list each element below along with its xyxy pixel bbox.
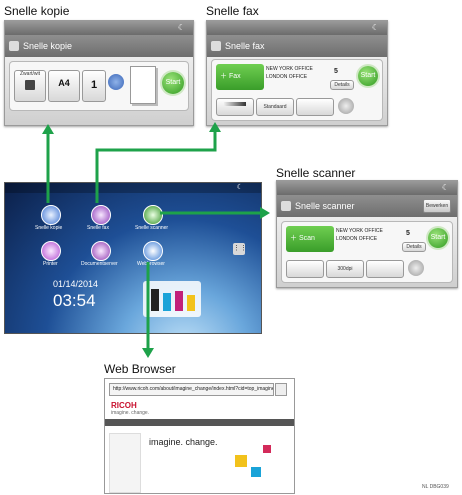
scanner-panel: ☾ Snelle scanner Bewerken ＋ Scan NEW YOR…: [276, 180, 458, 288]
snelle-kopie-label: Snelle kopie: [4, 4, 70, 18]
energy-saver-icon[interactable]: ☾: [177, 23, 185, 32]
web-browser-app-label: Webbrowser: [137, 261, 165, 267]
document-server-app-icon[interactable]: [91, 241, 111, 261]
standard-button[interactable]: Standaard: [256, 98, 294, 116]
home-screen: ☾ Snelle kopie Snelle fax Snelle scanner…: [4, 182, 262, 334]
copy-panel: ☾ Snelle kopie Zwart/wit A4 1 Start: [4, 20, 194, 126]
ink-bar-yellow: [187, 295, 195, 311]
ink-bar-black: [151, 289, 159, 311]
color-mode-tile[interactable]: Zwart/wit: [14, 70, 46, 102]
copy-icon: [9, 41, 19, 51]
energy-saver-icon[interactable]: ☾: [236, 184, 243, 191]
start-button[interactable]: Start: [358, 66, 378, 86]
reset-button[interactable]: [108, 74, 124, 90]
edit-button[interactable]: Bewerken: [423, 199, 451, 213]
snelle-scanner-label: Snelle scanner: [276, 166, 356, 180]
reset-button[interactable]: [408, 260, 424, 276]
hero-graphic: [231, 445, 271, 485]
status-bar: ☾: [5, 183, 261, 193]
status-bar: ☾: [277, 181, 457, 195]
energy-saver-icon[interactable]: ☾: [371, 23, 379, 32]
scanner-settings-card: ＋ Scan NEW YORK OFFICE LONDON OFFICE 5 D…: [281, 221, 453, 283]
date-display: 01/14/2014: [53, 279, 99, 289]
address-bar[interactable]: http://www.ricoh.com/about/imagine_chang…: [109, 383, 274, 396]
quick-copy-app-label: Snelle kopie: [35, 225, 63, 231]
quick-fax-app-icon[interactable]: [91, 205, 111, 225]
destination-2[interactable]: LONDON OFFICE: [266, 74, 308, 80]
document-server-app-label: Documentserver: [81, 261, 118, 267]
panel-title: Snelle fax: [207, 35, 387, 57]
ricoh-tagline: imagine. change.: [111, 410, 150, 416]
app-list-button[interactable]: ⋮⋮: [233, 243, 247, 255]
destination-count: 5: [334, 68, 338, 75]
web-browser-window: http://www.ricoh.com/about/imagine_chang…: [104, 378, 295, 494]
quick-scanner-app-icon[interactable]: [143, 205, 163, 225]
printer-app-icon[interactable]: [41, 241, 61, 261]
destination-2[interactable]: LONDON OFFICE: [336, 236, 378, 242]
status-bar: ☾: [5, 21, 193, 35]
scanner-icon: [281, 201, 291, 211]
scan-type-button[interactable]: [286, 260, 324, 278]
fax-panel: ☾ Snelle fax ＋ Fax NEW YORK OFFICE LONDO…: [206, 20, 388, 126]
web-browser-app-icon[interactable]: [143, 241, 163, 261]
time-display: 03:54: [53, 291, 96, 310]
page-headline: imagine. change.: [149, 437, 218, 447]
ink-level-widget[interactable]: [143, 281, 201, 317]
energy-saver-icon[interactable]: ☾: [441, 183, 449, 192]
original-preview-icon: [130, 66, 156, 104]
copies-tile[interactable]: 1: [82, 70, 106, 102]
start-button[interactable]: Start: [428, 228, 448, 248]
details-button[interactable]: Details: [402, 242, 426, 252]
paper-size-tile[interactable]: A4: [48, 70, 80, 102]
original-type-button[interactable]: [296, 98, 334, 116]
document-id: NL DBG039: [422, 484, 449, 490]
quick-scanner-app-label: Snelle scanner: [135, 225, 169, 231]
destination-1[interactable]: NEW YORK OFFICE: [336, 228, 383, 234]
fax-destination-button[interactable]: ＋ Fax: [216, 64, 264, 90]
ink-bar-magenta: [175, 291, 183, 311]
panel-title: Snelle scanner: [277, 195, 457, 217]
snelle-fax-label: Snelle fax: [206, 4, 259, 18]
quick-copy-app-icon[interactable]: [41, 205, 61, 225]
bookmark-icon[interactable]: [275, 383, 287, 396]
start-button[interactable]: Start: [162, 72, 184, 94]
printer-app-label: Printer: [43, 261, 58, 267]
density-icon: [224, 102, 246, 106]
quick-fax-app-label: Snelle fax: [87, 225, 109, 231]
destination-count: 5: [406, 230, 410, 237]
ricoh-logo[interactable]: RICOH: [111, 401, 137, 410]
reset-button[interactable]: [338, 98, 354, 114]
status-bar: ☾: [207, 21, 387, 35]
details-button[interactable]: Details: [330, 80, 354, 90]
bw-icon: [25, 80, 35, 90]
panel-title: Snelle kopie: [5, 35, 193, 57]
scan-destination-button[interactable]: ＋ Scan: [286, 226, 334, 252]
ink-bar-cyan: [163, 293, 171, 311]
web-browser-label: Web Browser: [104, 362, 176, 376]
site-sidebar: [109, 433, 141, 493]
destination-1[interactable]: NEW YORK OFFICE: [266, 66, 313, 72]
fax-icon: [211, 41, 221, 51]
resolution-button[interactable]: [216, 98, 254, 116]
file-type-button[interactable]: [366, 260, 404, 278]
resolution-button[interactable]: 300dpi: [326, 260, 364, 278]
fax-settings-card: ＋ Fax NEW YORK OFFICE LONDON OFFICE 5 De…: [211, 59, 383, 121]
site-nav[interactable]: [105, 419, 294, 426]
copy-settings-card: Zwart/wit A4 1 Start: [9, 61, 189, 111]
